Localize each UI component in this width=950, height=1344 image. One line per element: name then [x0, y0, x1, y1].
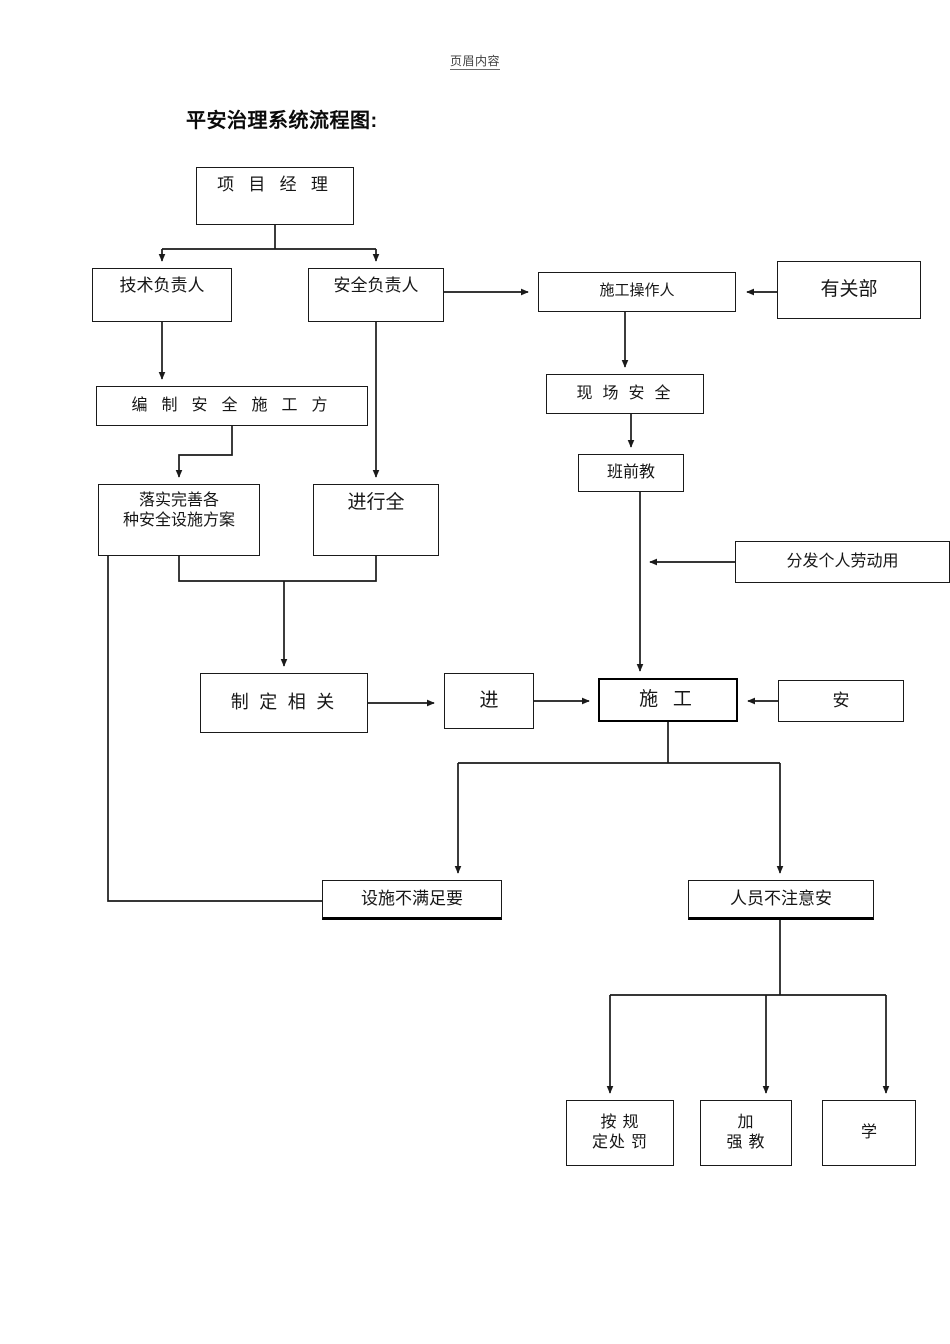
node-make-safety-plan[interactable]: 编 制 安 全 施 工 方: [96, 386, 368, 426]
edge-feedback-loop: [104, 548, 322, 902]
node-construction[interactable]: 施 工: [598, 678, 738, 722]
node-tech-lead[interactable]: 技术负责人: [92, 268, 232, 322]
node-issue-ppe[interactable]: 分发个人劳动用: [735, 541, 950, 583]
node-enter[interactable]: 进: [444, 673, 534, 729]
node-safety-lead[interactable]: 安全负责人: [308, 268, 444, 322]
node-penalty[interactable]: 按 规 定处 罚: [566, 1100, 674, 1166]
node-site-safety[interactable]: 现 场 安 全: [546, 374, 704, 414]
node-implement-facilities[interactable]: 落实完善各 种安全设施方案: [98, 484, 260, 556]
edge-plan-to-implement: [175, 426, 233, 478]
node-strengthen-education[interactable]: 加 强 教: [700, 1100, 792, 1166]
node-pre-shift-education[interactable]: 班前教: [578, 454, 684, 492]
node-related-dept[interactable]: 有关部: [777, 261, 921, 319]
page-header-text: 页眉内容: [449, 54, 500, 70]
page-title: 平安治理系统流程图:: [186, 110, 378, 132]
node-safety-right[interactable]: 安: [778, 680, 904, 722]
node-carry-out-all[interactable]: 进行全: [313, 484, 439, 556]
node-facility-not-meet[interactable]: 设施不满足要: [322, 880, 502, 920]
node-formulate-related[interactable]: 制 定 相 关: [200, 673, 368, 733]
node-study[interactable]: 学: [822, 1100, 916, 1166]
node-project-manager[interactable]: 项 目 经 理: [196, 167, 354, 225]
node-site-operator[interactable]: 施工操作人: [538, 272, 736, 312]
page-header: 页眉内容: [0, 52, 950, 70]
node-person-inattentive[interactable]: 人员不注意安: [688, 880, 874, 920]
